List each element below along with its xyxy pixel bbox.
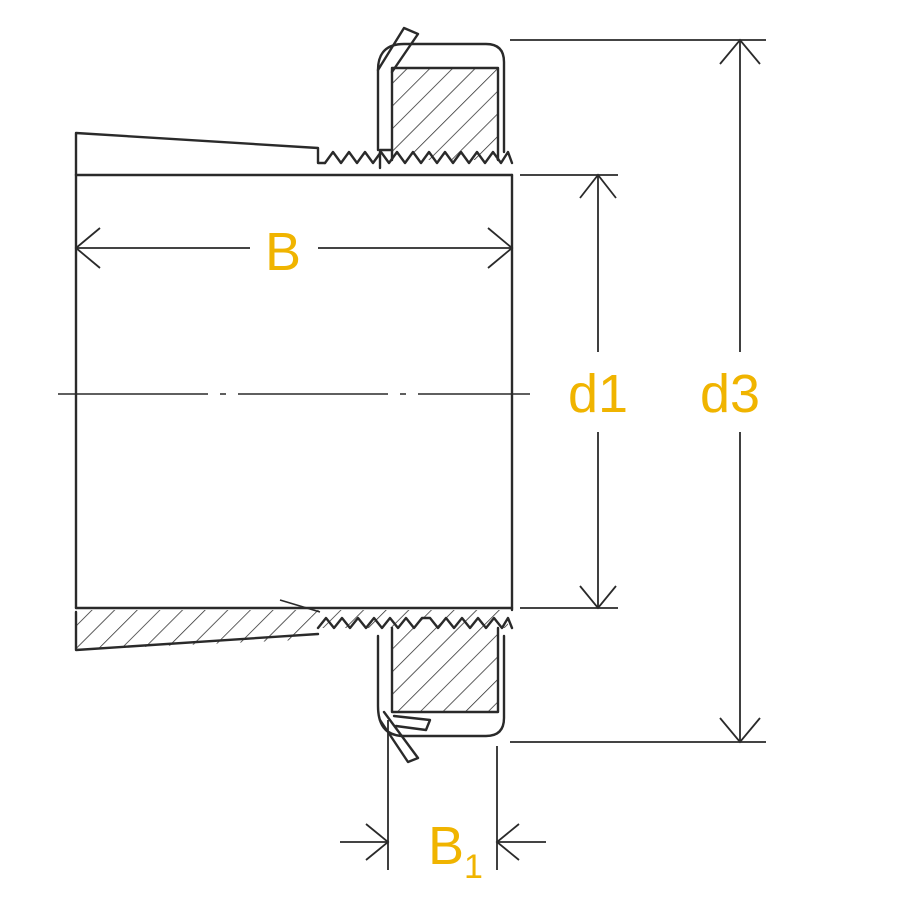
lock-washer-bottom (378, 710, 432, 764)
dimension-b1 (340, 720, 546, 870)
label-b: B (265, 222, 301, 282)
dimension-d1 (520, 173, 618, 610)
label-d1: d1 (568, 364, 628, 424)
label-b1: B1 (428, 816, 483, 886)
dimension-d3 (510, 38, 766, 744)
lock-washer-top (376, 26, 420, 170)
lock-nut-top (376, 42, 506, 162)
sleeve-bottom (74, 599, 514, 652)
label-d3: d3 (700, 364, 760, 424)
label-b1-sub: 1 (464, 848, 483, 886)
sleeve-top (74, 131, 514, 177)
thread-top (323, 150, 514, 165)
thread-bottom (316, 616, 514, 630)
label-b1-main: B (428, 816, 464, 876)
lock-nut-bottom (376, 626, 506, 738)
dimension-b (74, 227, 514, 269)
